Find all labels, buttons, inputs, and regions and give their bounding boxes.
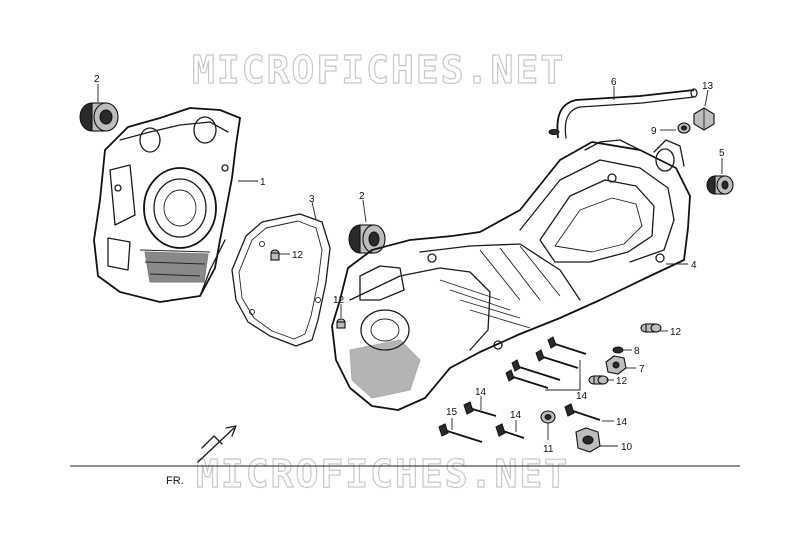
callout-2-center: 2 — [359, 191, 365, 202]
front-direction-label: FR. — [166, 475, 184, 487]
watermark-top: MICROFICHES.NET — [192, 48, 565, 92]
callout-13: 13 — [702, 81, 714, 92]
front-direction-arrow — [197, 425, 237, 463]
bearing-part-2-left[interactable] — [79, 102, 119, 132]
callout-7: 7 — [639, 364, 645, 375]
leader-lines — [97, 84, 723, 447]
callout-12-case-left: 12 — [333, 295, 345, 306]
callout-14-center: 14 — [576, 391, 588, 402]
dowel-pin-part-12-d[interactable] — [588, 375, 609, 385]
washer-part-9[interactable] — [677, 122, 691, 134]
dowel-pin-part-12-b[interactable] — [336, 318, 346, 329]
left-crankcase-part-1[interactable] — [93, 107, 241, 303]
bolt-part-15[interactable] — [438, 423, 483, 443]
breather-hose-part-6[interactable] — [556, 88, 698, 139]
bearing-part-2-center[interactable] — [348, 224, 386, 254]
callout-12-right-lower: 12 — [616, 376, 628, 387]
bolt-part-14-c[interactable] — [564, 403, 601, 421]
washer-part-11[interactable] — [540, 410, 556, 424]
bolt-part-14-b[interactable] — [495, 423, 525, 439]
callout-9: 9 — [651, 126, 657, 137]
gasket-part-3[interactable] — [231, 213, 331, 347]
washer-part-8[interactable] — [612, 346, 624, 354]
callout-14-b: 14 — [510, 410, 522, 421]
bolt-group-part-14-center[interactable] — [505, 336, 587, 389]
callout-12-gasket: 12 — [292, 250, 304, 261]
callout-5: 5 — [719, 148, 725, 159]
bolt-part-14-a[interactable] — [463, 401, 497, 417]
callout-1: 1 — [260, 177, 266, 188]
callout-6: 6 — [611, 77, 617, 88]
callout-10: 10 — [621, 442, 633, 453]
callout-14-c: 14 — [616, 417, 628, 428]
breather-fitting-part-13[interactable] — [693, 107, 715, 131]
bearing-part-5[interactable] — [706, 175, 734, 195]
callout-2-left: 2 — [94, 74, 100, 85]
callout-4: 4 — [691, 260, 697, 271]
dowel-pin-part-12-c[interactable] — [640, 323, 662, 333]
plug-part-10[interactable] — [575, 427, 601, 453]
callout-8: 8 — [634, 346, 640, 357]
drain-plug-part-7[interactable] — [605, 355, 627, 375]
right-crankcase-part-4[interactable] — [331, 139, 691, 411]
callout-15: 15 — [446, 407, 458, 418]
dowel-pin-part-12-a[interactable] — [270, 249, 280, 261]
callout-14-a: 14 — [475, 387, 487, 398]
hose-clip-part-6 — [548, 129, 560, 135]
callout-11: 11 — [543, 444, 554, 455]
callout-3: 3 — [309, 194, 315, 205]
watermark-bottom: MICROFICHES.NET — [196, 452, 569, 496]
callout-12-right-upper: 12 — [670, 327, 682, 338]
